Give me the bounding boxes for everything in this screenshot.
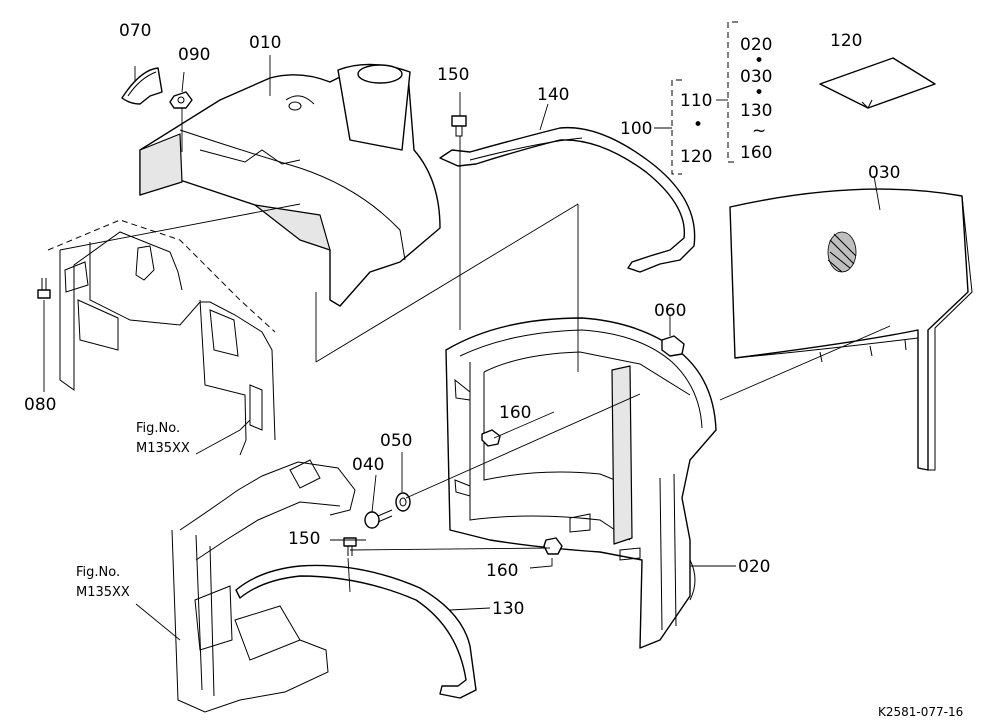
- washer-050: [395, 492, 411, 512]
- label-160-group: 160: [740, 143, 772, 163]
- drawing-code: K2581-077-16: [878, 705, 963, 719]
- decal-120: [819, 57, 936, 109]
- group-dot-1: •: [693, 115, 703, 135]
- label-140: 140: [537, 85, 569, 105]
- label-150-lower: 150: [288, 529, 320, 549]
- bolt-150-lower: [343, 537, 357, 556]
- label-160-lower: 160: [486, 561, 518, 581]
- label-040: 040: [352, 455, 384, 475]
- label-030-panel: 030: [868, 163, 900, 183]
- label-060: 060: [654, 301, 686, 321]
- lower-frame-reference: [171, 459, 356, 713]
- label-030-group: 030: [740, 67, 772, 87]
- label-050: 050: [380, 431, 412, 451]
- group-tilde: ~: [752, 121, 766, 141]
- cover-010: [139, 63, 441, 307]
- panel-030: [729, 188, 973, 471]
- label-020-frame: 020: [738, 557, 770, 577]
- group-dot-3: •: [754, 83, 764, 103]
- label-130-group: 130: [740, 101, 772, 121]
- label-110: 110: [680, 91, 712, 111]
- label-130-hose: 130: [492, 599, 524, 619]
- screw-040: [364, 509, 393, 529]
- label-080: 080: [24, 395, 56, 415]
- shield-070: [121, 67, 163, 105]
- frame-020: [445, 317, 717, 649]
- bolt-150-top: [451, 115, 467, 137]
- label-120-group: 120: [680, 147, 712, 167]
- label-020-group: 020: [740, 35, 772, 55]
- hose-130: [235, 564, 477, 699]
- label-120-decal: 120: [830, 31, 862, 51]
- figure-reference-lower: Fig.No. M135XX: [76, 565, 130, 600]
- label-150-top: 150: [437, 65, 469, 85]
- nut-160-upper: [481, 429, 501, 447]
- label-160-upper: 160: [499, 403, 531, 423]
- part-number-labels: 070 090 010 150 140 110 100 120 020 030 …: [24, 21, 900, 619]
- variant-group-bracket: [654, 21, 738, 175]
- label-010: 010: [249, 33, 281, 53]
- bolt-080: [37, 278, 51, 299]
- grommet-060: [661, 335, 685, 357]
- panel-030-vent-grille: [827, 231, 857, 273]
- group-dot-2: •: [754, 51, 764, 71]
- leader-lines: [43, 55, 891, 641]
- label-090: 090: [178, 45, 210, 65]
- fig-ref-upper-line1: Fig.No.: [136, 421, 180, 436]
- fig-ref-lower-line2: M135XX: [76, 585, 130, 600]
- hose-140: [439, 126, 696, 273]
- nut-090: [169, 91, 193, 109]
- figure-reference-upper: Fig.No. M135XX: [136, 421, 190, 456]
- nut-160-lower: [543, 537, 563, 555]
- fig-ref-lower-line1: Fig.No.: [76, 565, 120, 580]
- fig-ref-upper-line2: M135XX: [136, 441, 190, 456]
- upper-frame-reference: [47, 219, 276, 456]
- label-070: 070: [119, 21, 151, 41]
- label-100: 100: [620, 119, 652, 139]
